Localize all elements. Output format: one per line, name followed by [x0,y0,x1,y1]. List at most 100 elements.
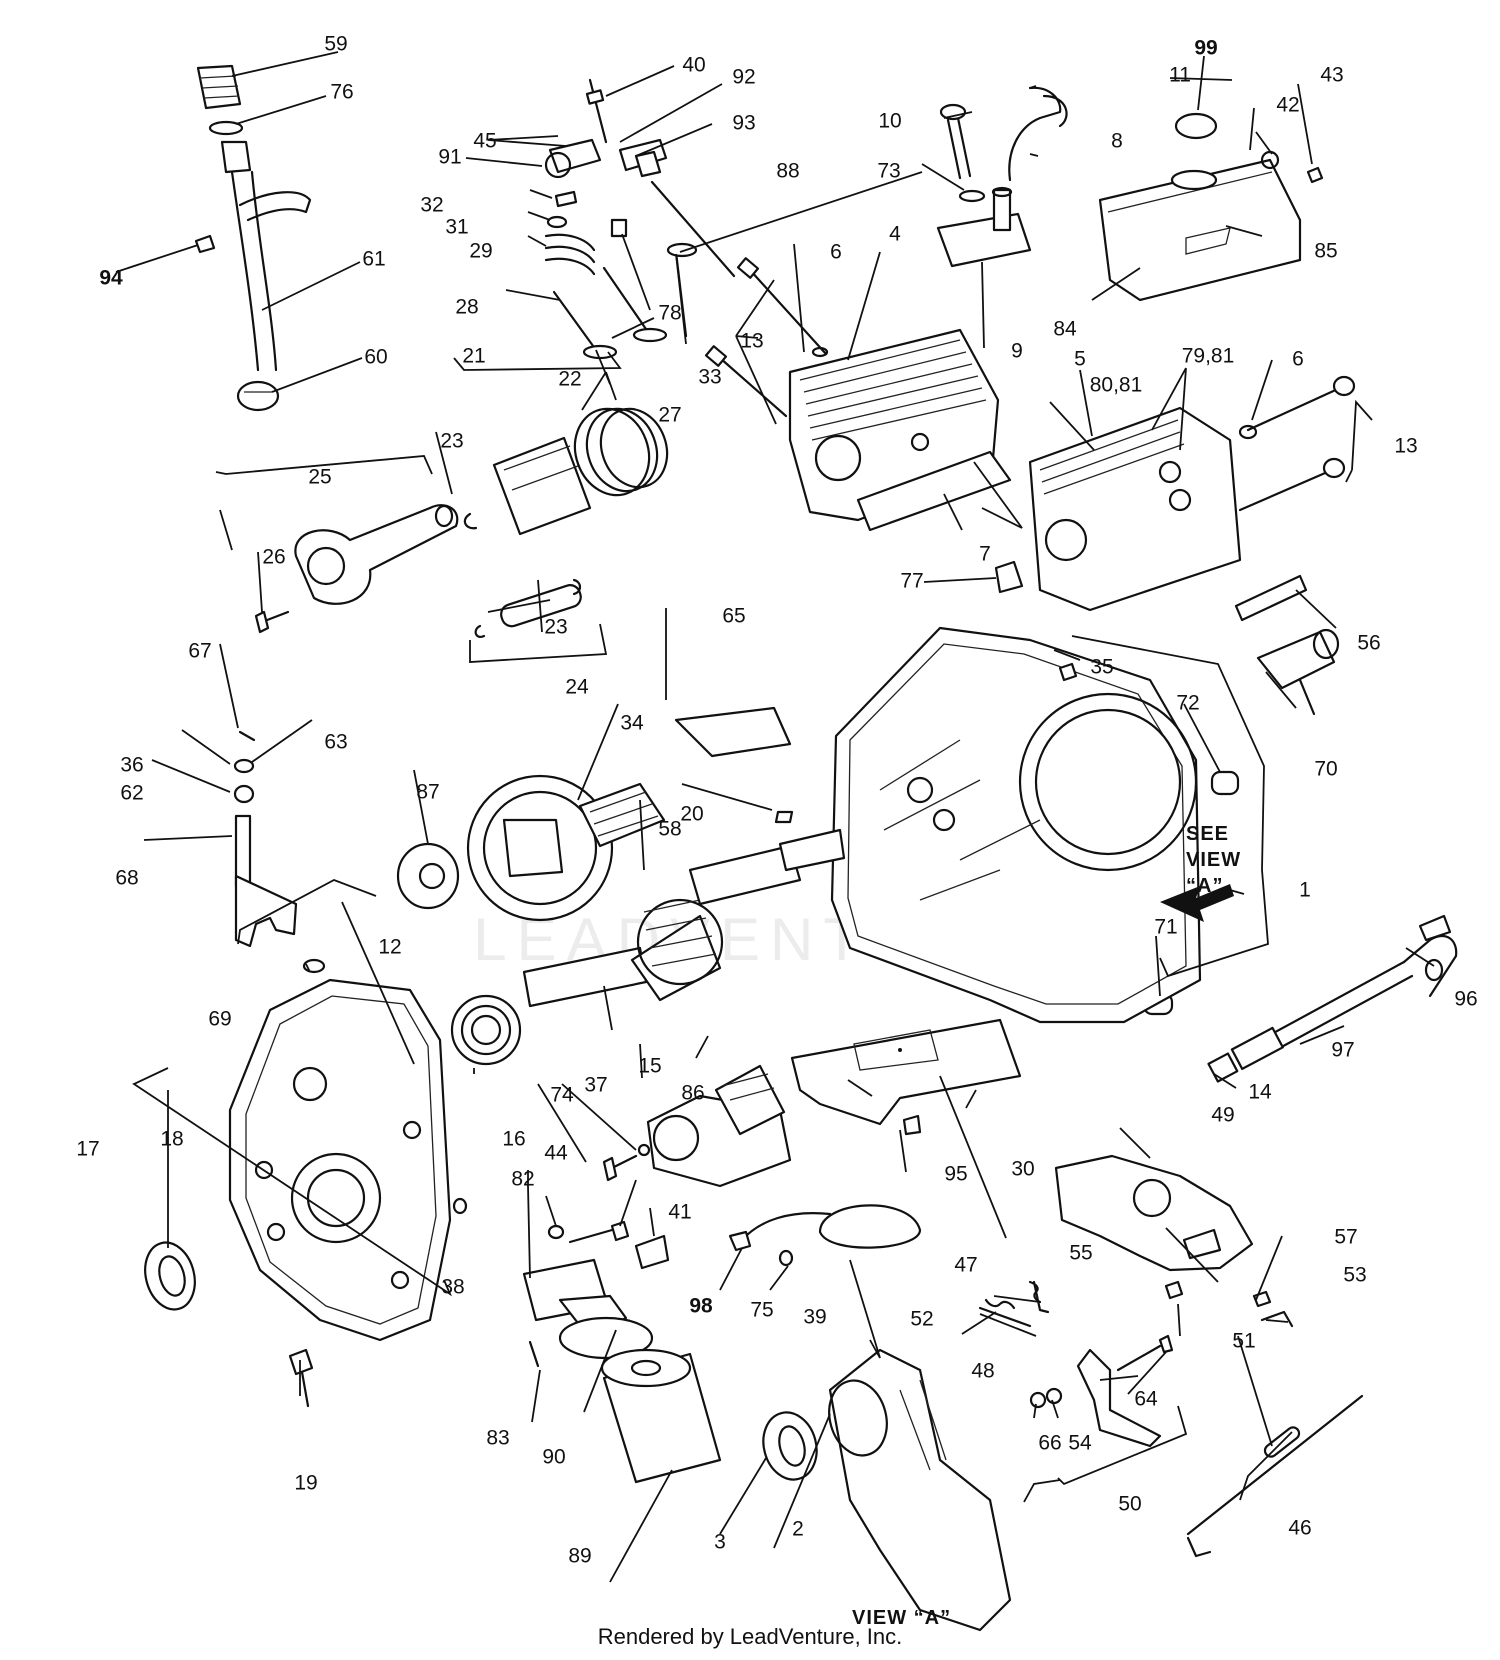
callout-44: 44 [544,1142,568,1165]
callout-60: 60 [364,346,387,369]
callout-75: 75 [750,1299,773,1322]
see-view-a-line-1: SEE [1186,823,1229,845]
valve-cover [1098,112,1324,302]
callout-87: 87 [416,781,439,804]
callout-8: 8 [1111,130,1123,153]
callout-63: 63 [324,731,347,754]
callout-1: 1 [1299,879,1311,902]
callout-12: 12 [378,936,401,959]
callout-labels: 1 2 3 4 5 6 6 7 8 9 10 11 12 13 13 14 15… [76,33,1477,1568]
callout-57: 57 [1334,1226,1357,1249]
callout-45: 45 [473,130,496,153]
oil-drain-tube [1207,914,1458,1083]
see-view-a-line-3: “A” [1186,875,1223,897]
callout-97: 97 [1331,1039,1354,1062]
callout-13-right: 13 [1394,435,1417,458]
callout-48: 48 [971,1360,994,1383]
callout-69: 69 [208,1008,231,1031]
callout-70: 70 [1314,758,1337,781]
callout-32: 32 [420,194,443,217]
spark-plug-boot [1142,628,1340,1016]
callout-94: 94 [99,267,123,290]
callout-86: 86 [681,1082,704,1105]
callout-55: 55 [1069,1242,1092,1265]
callout-76: 76 [330,81,353,104]
callout-36: 36 [120,754,143,777]
callout-96: 96 [1454,988,1477,1011]
callout-89: 89 [568,1545,591,1568]
callout-9: 9 [1011,340,1023,363]
callout-78: 78 [658,302,681,325]
oil-sensor-cover [728,1204,922,1267]
view-a-housing [762,1348,1012,1632]
cylinder-head-right [994,375,1356,622]
callout-84: 84 [1053,318,1077,341]
callout-72: 72 [1176,692,1199,715]
callout-47: 47 [954,1254,977,1277]
callout-2: 2 [792,1518,804,1541]
callout-64: 64 [1134,1388,1158,1411]
callout-49: 49 [1211,1104,1234,1127]
callout-13-left: 13 [740,330,763,353]
breather-assembly [936,86,1068,268]
callout-42: 42 [1276,94,1299,117]
callout-26: 26 [262,546,285,569]
callout-23-top: 23 [440,430,463,453]
callout-28: 28 [455,296,478,319]
callout-43: 43 [1320,64,1343,87]
callout-80-81: 80,81 [1090,374,1143,397]
callout-99: 99 [1194,37,1217,60]
see-view-a-arrow [1160,884,1234,922]
callout-93: 93 [732,112,755,135]
callout-61: 61 [362,248,385,271]
oil-filter-adapter [522,1220,722,1484]
callout-92: 92 [732,66,755,89]
callout-73: 73 [877,160,900,183]
crankshaft [450,828,846,1066]
callout-27: 27 [658,404,681,427]
camshaft [396,706,794,922]
view-a-caption: VIEW “A” [852,1607,951,1629]
callout-20: 20 [680,803,703,826]
callout-66: 66 [1038,1432,1061,1455]
callout-21: 21 [462,345,485,368]
callout-34: 34 [620,712,644,735]
callout-23-bottom: 23 [544,616,567,639]
callout-53: 53 [1343,1264,1366,1287]
callout-90: 90 [542,1446,565,1469]
callout-77: 77 [900,570,923,593]
callout-22: 22 [558,368,581,391]
crankcase-cover [144,958,468,1408]
callout-85: 85 [1314,240,1337,263]
callout-65: 65 [722,605,745,628]
callout-67: 67 [188,640,211,663]
callout-59: 59 [324,33,347,56]
callout-58: 58 [658,818,681,841]
callout-39: 39 [803,1306,826,1329]
piston-assembly [463,407,669,638]
callout-95: 95 [944,1163,967,1186]
oil-fill-tube-assembly [194,64,312,412]
callout-68: 68 [115,867,138,890]
crankcase [830,626,1234,1024]
callout-14: 14 [1248,1081,1272,1104]
governor-shaft [233,730,298,948]
callout-51: 51 [1232,1330,1255,1353]
callout-52: 52 [910,1308,933,1331]
callout-41: 41 [668,1201,691,1224]
callout-24: 24 [565,676,589,699]
callout-71: 71 [1154,916,1177,939]
render-credit: Rendered by LeadVenture, Inc. [597,1624,903,1649]
callout-6-top: 6 [830,241,842,264]
callout-18: 18 [160,1128,183,1151]
callout-29: 29 [469,240,492,263]
cylinder-head [704,257,1012,532]
callout-6-right: 6 [1292,348,1304,371]
oil-pump [602,1064,792,1188]
see-view-a-line-2: VIEW [1186,849,1241,871]
callout-54: 54 [1068,1432,1092,1455]
callout-46: 46 [1288,1517,1311,1540]
callout-98: 98 [689,1295,713,1318]
callout-40: 40 [682,54,705,77]
